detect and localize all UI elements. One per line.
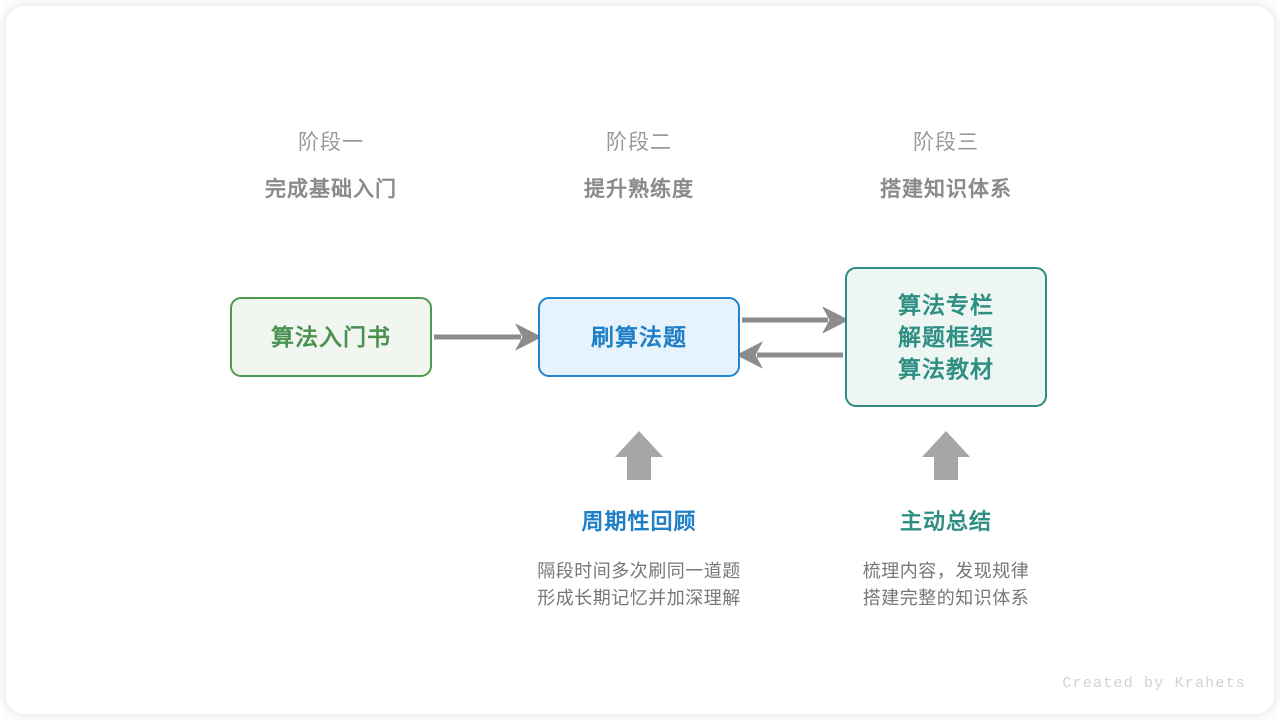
node-algorithm-intro-book[interactable]: 算法入门书: [230, 297, 432, 377]
annotation-summary-title: 主动总结: [899, 509, 992, 534]
credit-text: Created by Krahets: [1062, 675, 1246, 692]
node-knowledge-line-1: 算法专栏: [898, 291, 994, 318]
annotation-summary-body: 梳理内容，发现规律 搭建完整的知识体系: [781, 558, 1111, 612]
annotation-summary-body-line-2: 搭建完整的知识体系: [862, 587, 1030, 608]
annotation-review-body-line-2: 形成长期记忆并加深理解: [537, 587, 741, 608]
annotation-active-summary: 主动总结 梳理内容，发现规律 搭建完整的知识体系: [781, 508, 1111, 612]
annotation-periodic-review: 周期性回顾 隔段时间多次刷同一道题 形成长期记忆并加深理解: [474, 508, 804, 612]
stage-title-1: 完成基础入门: [265, 178, 397, 202]
node-knowledge-line-2: 解题框架: [898, 323, 994, 350]
stage-label-3: 阶段三: [913, 131, 979, 154]
annotation-review-body-line-1: 隔段时间多次刷同一道题: [537, 560, 741, 581]
stage-label-1: 阶段一: [298, 131, 364, 154]
node-practice-problems[interactable]: 刷算法题: [538, 297, 740, 377]
annotation-review-title: 周期性回顾: [581, 509, 697, 534]
stage-header-2: 阶段二 提升熟练度: [509, 130, 769, 204]
annotation-summary-body-line-1: 梳理内容，发现规律: [862, 560, 1030, 581]
stage-title-3: 搭建知识体系: [880, 178, 1012, 202]
node-knowledge-line-3: 算法教材: [898, 356, 994, 383]
node-practice-line-1: 刷算法题: [591, 323, 687, 350]
node-knowledge-resources[interactable]: 算法专栏 解题框架 算法教材: [845, 267, 1047, 407]
annotation-review-body: 隔段时间多次刷同一道题 形成长期记忆并加深理解: [474, 558, 804, 612]
node-book-line-1: 算法入门书: [271, 323, 391, 350]
stage-title-2: 提升熟练度: [584, 178, 694, 202]
stage-label-2: 阶段二: [606, 131, 672, 154]
stage-header-3: 阶段三 搭建知识体系: [816, 130, 1076, 204]
stage-header-1: 阶段一 完成基础入门: [201, 130, 461, 204]
